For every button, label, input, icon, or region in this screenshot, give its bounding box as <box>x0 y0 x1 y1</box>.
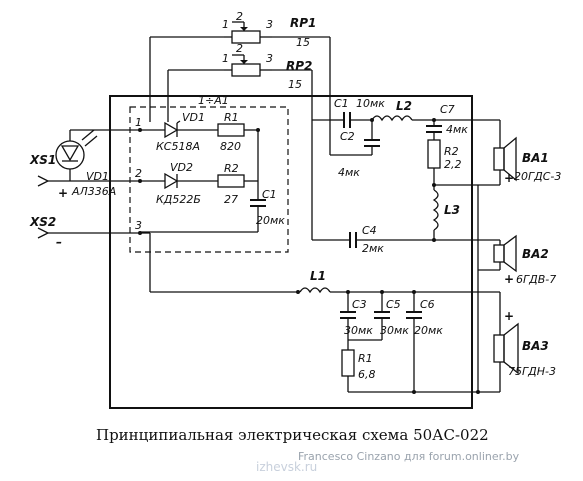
rp2-pin3-label: 3 <box>266 52 273 65</box>
ba2-speaker <box>493 234 517 273</box>
ba2-type: 6ГДВ-7 <box>516 273 556 286</box>
r1-label: R1 <box>358 352 373 365</box>
c2-label: C2 <box>340 130 355 143</box>
rp1-pin2-label: 2 <box>236 10 243 23</box>
l3-inductor <box>432 185 439 240</box>
ba1-plus: + <box>504 171 514 185</box>
ba2-plus: + <box>504 272 514 286</box>
c4-label: C4 <box>362 224 377 237</box>
xs2-jack <box>37 227 140 239</box>
a1-r2-resistor <box>217 174 258 188</box>
led-vd1 <box>55 129 140 182</box>
node-2-label: 2 <box>135 167 142 180</box>
r2-value: 2,2 <box>444 158 462 171</box>
ba1-type: 20ГДС-3 <box>514 170 561 183</box>
ba1-speaker <box>493 136 517 182</box>
ba3-type: 75ГДН-3 <box>508 365 556 378</box>
node-1-label: 1 <box>135 116 142 129</box>
c6-value: 20мк <box>414 324 443 337</box>
a1-r2-label: R2 <box>224 162 239 175</box>
minus-terminal-label: – <box>56 235 62 249</box>
xs1-label: XS1 <box>29 153 56 167</box>
c2-value: 4мк <box>338 166 360 179</box>
vd2-type: КД522Б <box>156 193 201 206</box>
a1-c1-capacitor <box>140 185 266 233</box>
vd1-type: КС518А <box>156 140 200 153</box>
led-type: АЛ336А <box>71 185 116 198</box>
c4-value: 2мк <box>362 242 384 255</box>
a1-r1-value: 820 <box>220 140 241 153</box>
c5-capacitor <box>374 292 390 340</box>
rp1-pin1-label: 1 <box>222 18 229 31</box>
led-label: VD1 <box>86 170 109 183</box>
l1-label: L1 <box>310 269 326 283</box>
c1-value: 10мк <box>356 97 385 110</box>
xs1-jack <box>37 175 70 187</box>
diagram-caption: Принципиальная электрическая схема 50АС-… <box>96 426 489 444</box>
junction <box>370 118 374 122</box>
c2-capacitor <box>329 120 380 156</box>
watermark-author: Francesco Cinzano для forum.onliner.by <box>298 450 520 463</box>
rp2-pin2-label: 2 <box>236 42 243 55</box>
r1-resistor <box>341 345 355 392</box>
c1-capacitor <box>330 112 372 128</box>
c4-capacitor <box>312 232 500 248</box>
node-3-label: 3 <box>135 219 142 232</box>
a1-r1-label: R1 <box>224 111 239 124</box>
c3-label: C3 <box>352 298 367 311</box>
junction <box>412 390 416 394</box>
rp1-value: 15 <box>296 36 310 49</box>
vd1-label: VD1 <box>182 111 205 124</box>
c5-label: C5 <box>386 298 401 311</box>
ba3-label: BA3 <box>522 339 549 353</box>
l1-inductor <box>296 287 500 294</box>
ba1-label: BA1 <box>522 151 549 165</box>
a1-label: 1÷A1 <box>198 94 229 107</box>
r1-value: 6,8 <box>358 368 376 381</box>
l3-label: L3 <box>444 203 460 217</box>
l2-inductor <box>371 115 434 122</box>
r2-resistor <box>427 139 441 185</box>
xs2-label: XS2 <box>29 215 56 229</box>
c6-capacitor <box>406 292 422 392</box>
c7-value: 4мк <box>446 123 468 136</box>
vd2-diode <box>140 172 218 190</box>
junction <box>256 128 260 132</box>
ba3-plus: + <box>504 309 514 323</box>
rp2-pin1-label: 1 <box>222 52 229 65</box>
junction <box>476 390 480 394</box>
c7-label: C7 <box>440 103 455 116</box>
c5-value: 30мк <box>380 324 409 337</box>
ba2-label: BA2 <box>522 247 549 261</box>
r2-label: R2 <box>444 145 459 158</box>
c3-value: 30мк <box>344 324 373 337</box>
rp1-pin3-label: 3 <box>266 18 273 31</box>
rp2-label: RP2 <box>286 59 312 73</box>
rp2-value: 15 <box>288 78 302 91</box>
l2-label: L2 <box>396 99 412 113</box>
vd2-label: VD2 <box>170 161 193 174</box>
a1-r1-resistor <box>217 123 259 185</box>
c6-label: C6 <box>420 298 435 311</box>
a1-r2-value: 27 <box>224 193 238 206</box>
plus-terminal-label: + <box>58 186 68 200</box>
vd1-zener <box>140 120 218 139</box>
rp1-label: RP1 <box>290 16 316 30</box>
ba3-speaker <box>493 322 519 375</box>
c7-capacitor <box>426 120 442 140</box>
junction <box>138 128 142 132</box>
junction <box>138 179 142 183</box>
rp1-potentiometer <box>150 21 272 44</box>
a1-module-outline <box>129 106 289 253</box>
board-outline <box>109 95 473 409</box>
c1-label: C1 <box>334 97 349 110</box>
a1-c1-value: 20мк <box>256 214 285 227</box>
a1-c1-label: C1 <box>262 188 277 201</box>
rp2-potentiometer <box>168 54 272 77</box>
junction <box>432 238 436 242</box>
watermark-site: izhevsk.ru <box>256 460 317 474</box>
